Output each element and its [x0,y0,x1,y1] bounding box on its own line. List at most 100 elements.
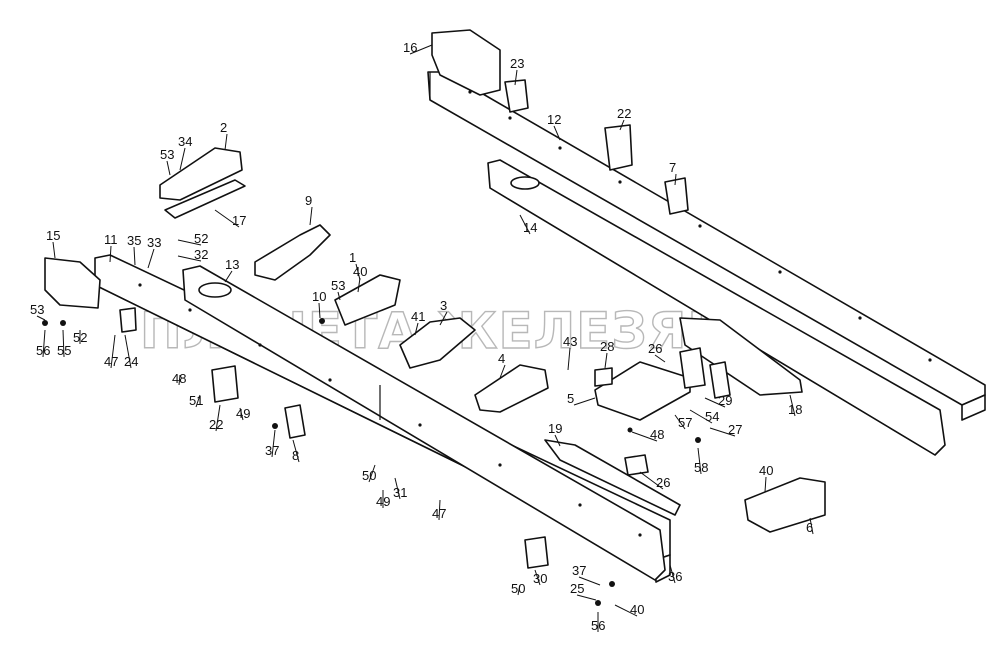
callout-label: 49 [376,494,390,509]
part-28-clip [594,367,613,387]
callout-label: 47 [432,506,446,521]
callout-label: 55 [57,343,71,358]
callout-label: 53 [160,147,174,162]
part-5-mount-plate [594,361,691,421]
callout-label: 52 [73,330,87,345]
callout-leader [409,44,433,55]
part-17-plate [164,179,246,219]
callout-leader [517,584,521,596]
callout-label: 54 [705,409,719,424]
callout-leader [337,291,341,301]
callout-leader [178,374,181,386]
callout-label: 26 [656,475,670,490]
callout-label: 53 [331,278,345,293]
callout-label: 37 [265,443,279,458]
callout-leader [534,569,541,586]
callout-label: 8 [292,448,299,463]
part-13-left-inner-member [182,265,666,581]
part-12-right-side-member [427,71,986,421]
callout-leader [62,329,65,358]
callout-leader [576,594,597,601]
callout-leader [177,255,202,262]
callout-leader [669,564,676,584]
callout-label: 33 [147,235,161,250]
part-3-crossmember [399,317,476,369]
callout-leader [309,206,313,226]
callout-leader [394,477,401,500]
callout-label: 48 [650,427,664,442]
callout-label: 3 [440,298,447,313]
callout-label: 57 [678,415,692,430]
callout-leader [604,352,608,369]
callout-label: 43 [563,334,577,349]
callout-leader [619,119,625,131]
callout-leader [438,499,441,521]
callout-leader [439,311,448,326]
callout-label: 50 [511,581,525,596]
callout-leader [809,517,814,535]
callout-label: 17 [232,213,246,228]
callout-label: 22 [617,106,631,121]
callout-leader [554,434,561,447]
part-29-bracket [709,361,731,399]
part-24-bracket [119,307,137,333]
callout-leader [239,407,244,421]
callout-leader [166,160,171,176]
member-holes [138,90,932,537]
callout-label: 32 [194,247,208,262]
callout-leader [224,133,228,151]
part-2-crossmember-bracket [159,147,243,201]
part-16-bracket [431,29,501,96]
callout-leader [704,397,726,408]
callout-label: 40 [759,463,773,478]
callout-label: 10 [312,289,326,304]
callout-leader [109,245,112,263]
callout-label: 5 [567,391,574,406]
callout-label: 1 [349,250,356,265]
callout-leader [631,431,658,442]
callout-label: 27 [728,422,742,437]
frame-parts [44,29,986,583]
callout-label: 58 [694,460,708,475]
callout-label: 29 [718,393,732,408]
callout-label: 7 [669,160,676,175]
callout-label: 35 [127,233,141,248]
part-26-bracket [679,347,706,389]
callout-leader [292,439,300,463]
callout-label: 36 [668,569,682,584]
part-1-gusset [334,274,401,326]
callout-leader [36,315,46,321]
callout-leader [573,397,596,406]
callout-label: 41 [411,309,425,324]
callout-leader [789,394,796,417]
callout-leader [514,69,518,86]
callout-leader [271,429,276,458]
callout-label: 9 [305,193,312,208]
part-15-bracket [44,257,101,309]
callout-label: 56 [591,618,605,633]
callout-label: 24 [124,354,138,369]
callout-leader [368,464,376,483]
callout-label: 6 [806,520,813,535]
callout-leader [179,147,186,171]
callout-leader [355,263,361,281]
callout-label: 22 [209,417,223,432]
callout-leader [553,125,561,141]
callout-leader [499,364,506,379]
callout-leader [709,427,736,437]
callout-leader [578,576,601,586]
callout-leader [177,239,202,246]
part-19-strip [544,439,681,516]
part-22-bottom-bracket [211,365,239,403]
callout-label: 4 [498,351,505,366]
fasteners [42,318,701,606]
callout-leader [110,334,116,369]
part-18-reinforcement [679,317,803,396]
callout-leader [224,270,233,283]
part-8-plate [284,404,306,439]
callout-leader [689,409,713,424]
callout-label: 26 [648,341,662,356]
callout-label: 37 [572,563,586,578]
callout-leader [614,604,638,617]
